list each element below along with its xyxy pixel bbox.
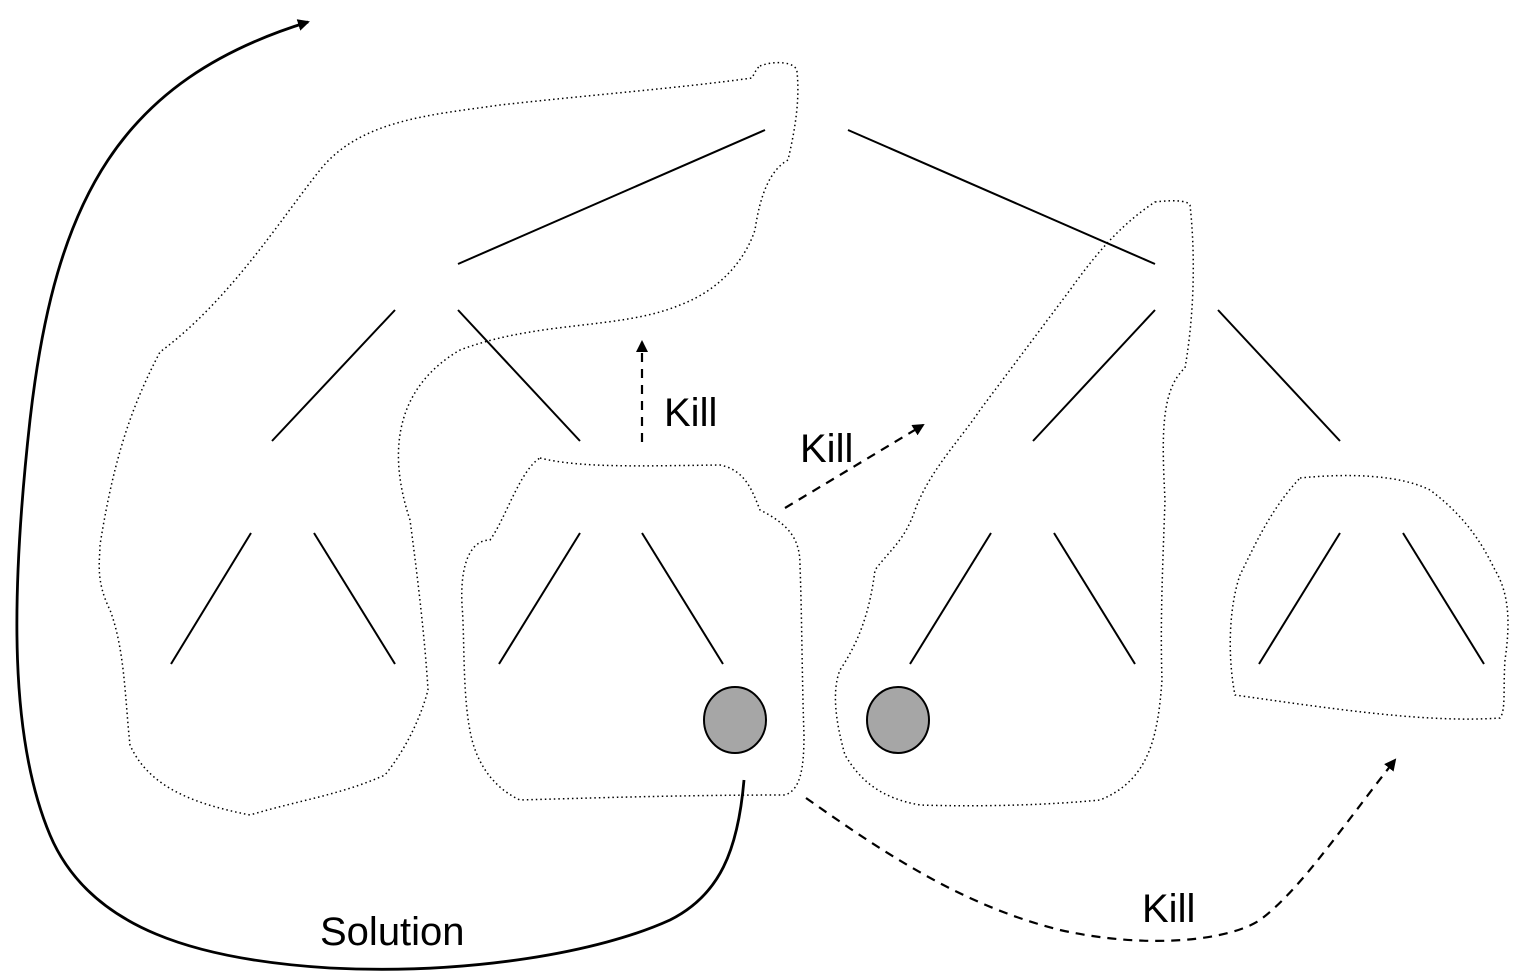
edge-root-left bbox=[457, 129, 766, 265]
kill-label-right: Kill bbox=[800, 427, 853, 471]
edge-rr-left bbox=[1258, 532, 1341, 665]
edge-root-right bbox=[847, 129, 1156, 265]
edge-l-left bbox=[271, 309, 396, 442]
edge-r-left bbox=[1032, 309, 1156, 442]
region-right-branch bbox=[834, 200, 1195, 807]
solution-label: Solution bbox=[320, 910, 465, 954]
edge-l-right bbox=[457, 309, 581, 442]
edge-lr-left bbox=[498, 532, 581, 665]
kill-arrow-right bbox=[784, 423, 925, 509]
edge-lr-right bbox=[641, 532, 724, 665]
edge-r-right bbox=[1217, 309, 1341, 442]
solution-arrow bbox=[15, 19, 746, 971]
edge-rl-left bbox=[909, 532, 992, 665]
region-rightmost bbox=[1229, 474, 1509, 720]
kill-arrows bbox=[636, 340, 1397, 942]
solution-node-left bbox=[703, 686, 767, 754]
edge-rl-right bbox=[1053, 532, 1136, 665]
edge-ll-left bbox=[170, 532, 252, 665]
kill-label-up: Kill bbox=[664, 391, 717, 435]
kill-arrow-bottom bbox=[805, 758, 1397, 942]
region-solution-subtree bbox=[461, 457, 805, 801]
edge-ll-right bbox=[313, 532, 396, 665]
region-leftmost bbox=[98, 61, 799, 816]
edge-rr-right bbox=[1402, 532, 1485, 665]
solution-nodes bbox=[703, 686, 930, 754]
solution-node-right bbox=[866, 686, 930, 754]
kill-label-bottom: Kill bbox=[1142, 887, 1195, 931]
region-outlines bbox=[98, 61, 1509, 816]
tree-edges bbox=[170, 129, 1485, 665]
